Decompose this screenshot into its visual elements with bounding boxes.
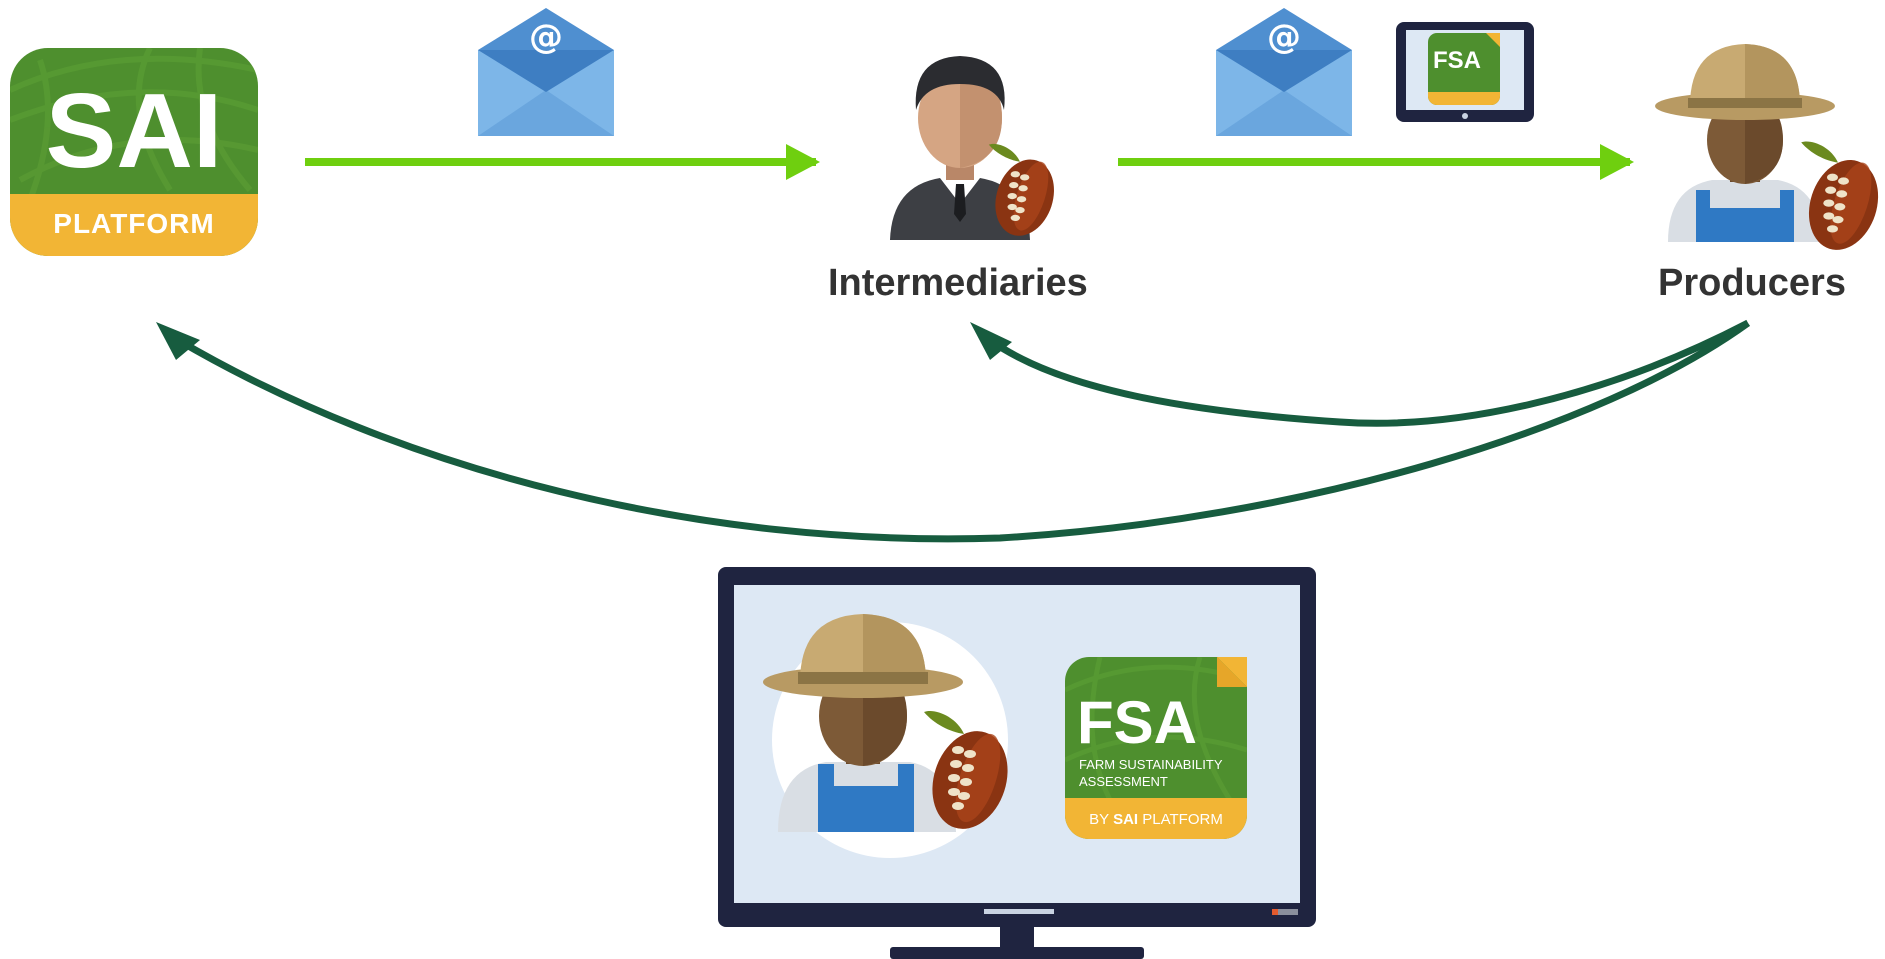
arrowhead-to-intermediaries [970,322,1012,360]
tablet-icon: FSA [1396,22,1534,122]
producer-person-icon [1655,44,1835,242]
fsa-badge-logo: FSA FARM SUSTAINABILITY ASSESSMENT BY SA… [1065,657,1247,839]
email-at-symbol: @ [1267,17,1301,57]
email-envelope-icon: @ [478,8,614,136]
producers-label: Producers [1658,262,1846,304]
fsa-badge-line1: FARM SUSTAINABILITY [1079,757,1223,772]
sai-logo-main-text: SAI [46,72,223,190]
tablet-fsa-text: FSA [1433,47,1481,74]
intermediaries-label: Intermediaries [828,262,1088,304]
sai-logo-sub-text: PLATFORM [53,208,214,239]
fsa-badge-main-text: FSA [1077,689,1197,756]
email-at-symbol: @ [529,17,563,57]
arrowhead-intermediaries-to-producers [1600,144,1634,180]
arrowhead-to-sai [156,322,200,360]
email-envelope-icon: @ [1216,8,1352,136]
intermediary-person-icon [890,56,1030,240]
fsa-badge-footer: BY SAI PLATFORM [1089,811,1223,828]
return-arrow-producers-to-sai [176,320,1751,543]
fsa-badge-line2: ASSESSMENT [1079,774,1168,789]
arrowhead-sai-to-intermediaries [786,144,820,180]
return-arrow-producers-to-intermediaries [987,319,1750,427]
sai-platform-logo: SAI PLATFORM [10,48,258,256]
